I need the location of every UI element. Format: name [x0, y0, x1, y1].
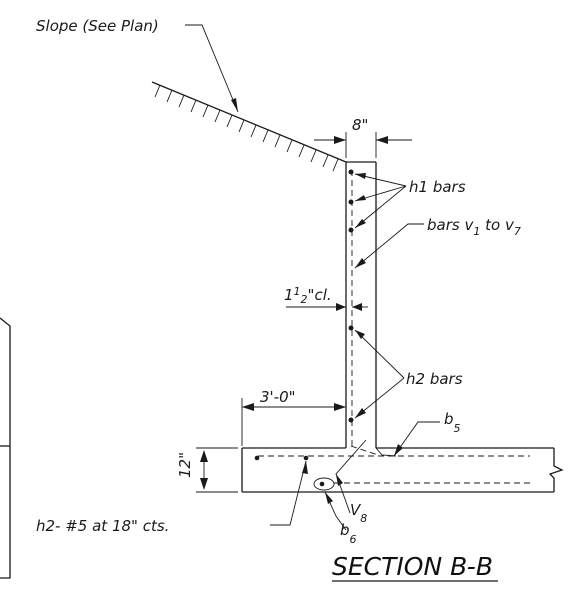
h2-bars-label: h2 bars [406, 370, 463, 388]
v-bars-leader [354, 223, 424, 269]
bar-bend-dashed [350, 445, 379, 456]
slope-leader-arrow [231, 98, 238, 112]
bar-b5-leader-arrow [394, 444, 403, 456]
h2-spacing-leader [270, 460, 307, 526]
h1-bars [348, 169, 407, 233]
h1-bar-dot [348, 227, 354, 233]
left-partial-view [0, 317, 11, 579]
h1-bars-label: h1 bars [409, 178, 466, 196]
slope-label: Slope (See Plan) [36, 17, 159, 35]
footing [241, 447, 564, 493]
wall-thickness-dimension [314, 132, 412, 158]
v-bars-leader-arrow [355, 258, 366, 268]
h2-bar-dot [348, 325, 354, 331]
bar-b6-label: b6 [340, 521, 357, 546]
footing-depth-dimension [196, 447, 238, 493]
h2-bars [348, 325, 405, 423]
break-line [548, 448, 564, 492]
h2-spacing-leader-arrow [302, 461, 308, 474]
bar-b5-leader [393, 421, 440, 457]
footing-depth-label: 12" [176, 452, 194, 478]
footing-bar-dot [303, 455, 309, 461]
section-title: SECTION B-B [332, 552, 493, 581]
h1-bar-dot [348, 169, 354, 175]
h2-bar-dot [348, 417, 354, 423]
bar-b6-dot [319, 481, 325, 487]
bar-b6-leader-arrow [325, 492, 333, 504]
v-bars-label: bars v1 to v7 [427, 216, 521, 238]
bar-v8-label: V8 [350, 501, 367, 525]
clear-cover-dimension [286, 303, 368, 311]
bar-v8-hook [313, 477, 335, 491]
slope-leader [185, 24, 239, 113]
footing-width-dimension [241, 398, 346, 446]
left-partial-outline [0, 317, 11, 579]
h1-bar-dot [348, 199, 354, 205]
wall-thickness-label: 8" [352, 116, 368, 134]
footing-bar-dot [254, 455, 260, 461]
slope-hatching [154, 84, 339, 172]
ground-slope [151, 81, 347, 172]
bar-v8-leader-arrow [336, 474, 343, 486]
h2-spacing-label: h2- #5 at 18" cts. [36, 517, 169, 535]
slope-line [151, 81, 347, 163]
footing-fillet [375, 447, 397, 457]
bar-b5-label: b5 [444, 410, 461, 435]
clear-cover-label: 112"cl. [284, 285, 332, 306]
footing-width-label: 3'-0" [260, 388, 296, 406]
